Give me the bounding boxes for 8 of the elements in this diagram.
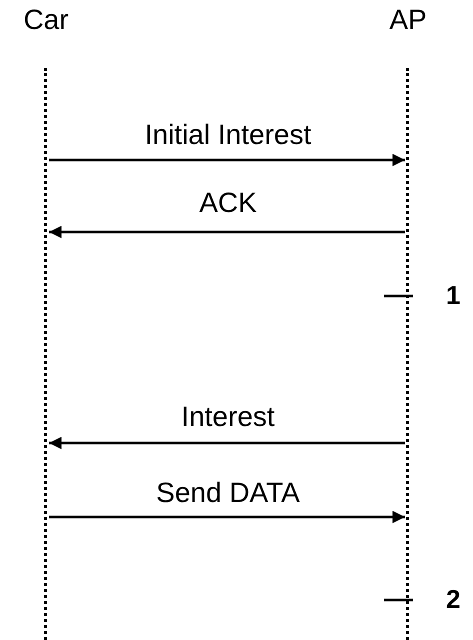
message-arrow <box>49 510 405 524</box>
step-number: 2 <box>446 584 460 615</box>
message-arrow <box>49 436 405 450</box>
message-arrow <box>49 226 405 238</box>
lifeline-label: AP <box>389 4 427 36</box>
step-number: 1 <box>446 280 460 311</box>
message-arrow <box>49 154 405 166</box>
lifeline-label: Car <box>23 4 69 36</box>
